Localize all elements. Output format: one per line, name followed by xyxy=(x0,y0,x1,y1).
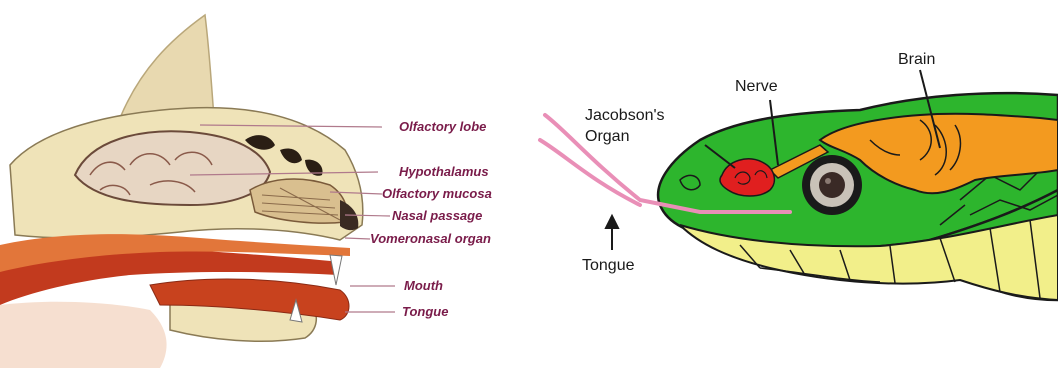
label-jacobsons-organ-line2: Organ xyxy=(585,128,629,145)
label-nasal-passage: Nasal passage xyxy=(392,208,482,223)
label-jacobsons-organ-line1: Jacobson's xyxy=(585,107,665,124)
label-vomeronasal-organ: Vomeronasal organ xyxy=(370,231,491,246)
cat-head-illustration xyxy=(0,15,363,368)
arrowhead-snake-tongue xyxy=(606,216,618,228)
label-cat-tongue: Tongue xyxy=(402,304,448,319)
cat-labels: Olfactory lobe Hypothalamus Olfactory mu… xyxy=(370,119,492,319)
leader-vomeronasal-organ xyxy=(345,238,370,239)
label-mouth: Mouth xyxy=(404,278,443,293)
cat-neck xyxy=(0,302,167,368)
snake-eye-pupil xyxy=(819,172,845,198)
snake-eye-highlight xyxy=(825,178,831,184)
label-snake-tongue: Tongue xyxy=(582,257,635,274)
snake-tongue-lower-fork xyxy=(540,140,640,205)
snake-head-illustration xyxy=(658,93,1058,300)
label-olfactory-lobe: Olfactory lobe xyxy=(399,119,486,134)
label-brain: Brain xyxy=(898,51,935,68)
label-olfactory-mucosa: Olfactory mucosa xyxy=(382,186,492,201)
label-nerve: Nerve xyxy=(735,78,778,95)
label-hypothalamus: Hypothalamus xyxy=(399,164,489,179)
